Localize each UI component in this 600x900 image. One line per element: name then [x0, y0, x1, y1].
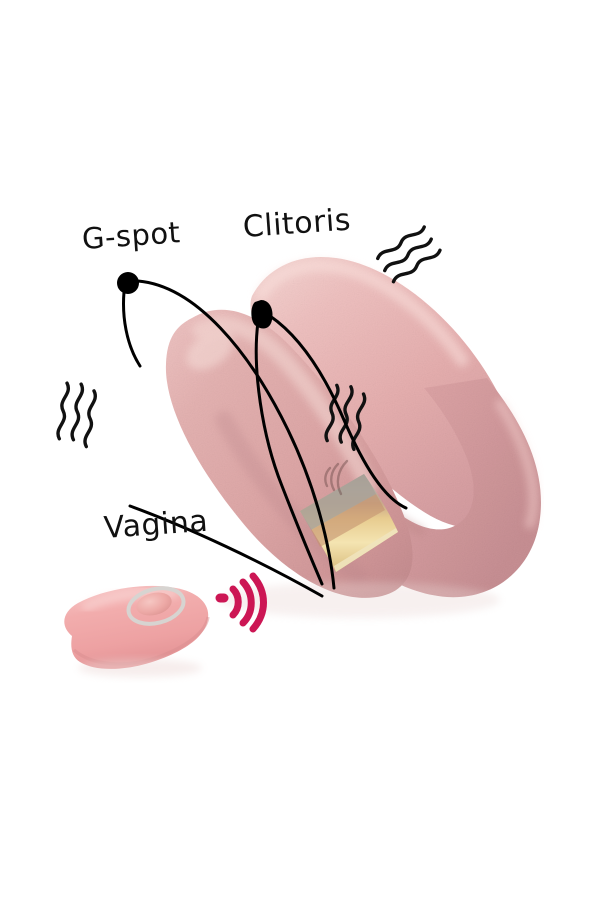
leader-gspot-down	[122, 290, 142, 368]
product-clitoral-arm	[250, 256, 520, 529]
leader-clitoris-down	[254, 320, 324, 586]
control-panel-signal-icon	[324, 459, 349, 496]
wireless-signal-icon	[215, 572, 267, 633]
vibration-waves-icon-left	[56, 381, 97, 449]
annotation-dots	[117, 272, 273, 329]
annotation-dot-clitoris	[251, 300, 273, 329]
product-u-bend-highlight	[495, 399, 539, 529]
remote-shell[interactable]	[64, 585, 209, 669]
product-shaft-tip-sheen	[186, 330, 234, 370]
product-ground-shadow	[220, 582, 500, 618]
remote-control-group[interactable]	[64, 583, 210, 677]
leader-clitoris-right	[268, 314, 408, 510]
product-shaft-highlight	[192, 316, 376, 494]
label-gspot: G-spot	[80, 215, 182, 256]
remote-ground-shadow	[78, 659, 202, 677]
label-vagina: Vagina	[102, 503, 210, 546]
vibration-waves-icon-top-right	[376, 225, 442, 284]
leader-vagina	[128, 504, 324, 598]
annotation-leader-lines	[122, 279, 408, 598]
product-metal-band	[300, 474, 398, 572]
remote-shell-edge	[72, 616, 210, 666]
annotation-dot-gspot	[117, 272, 139, 294]
product-body-group	[165, 256, 541, 618]
remote-power-button[interactable]	[134, 589, 174, 619]
remote-shell-highlight	[82, 588, 178, 611]
leader-gspot-arc	[136, 279, 336, 590]
product-clitoral-arm-highlight	[255, 259, 469, 367]
remote-button-ring[interactable]	[125, 583, 188, 630]
